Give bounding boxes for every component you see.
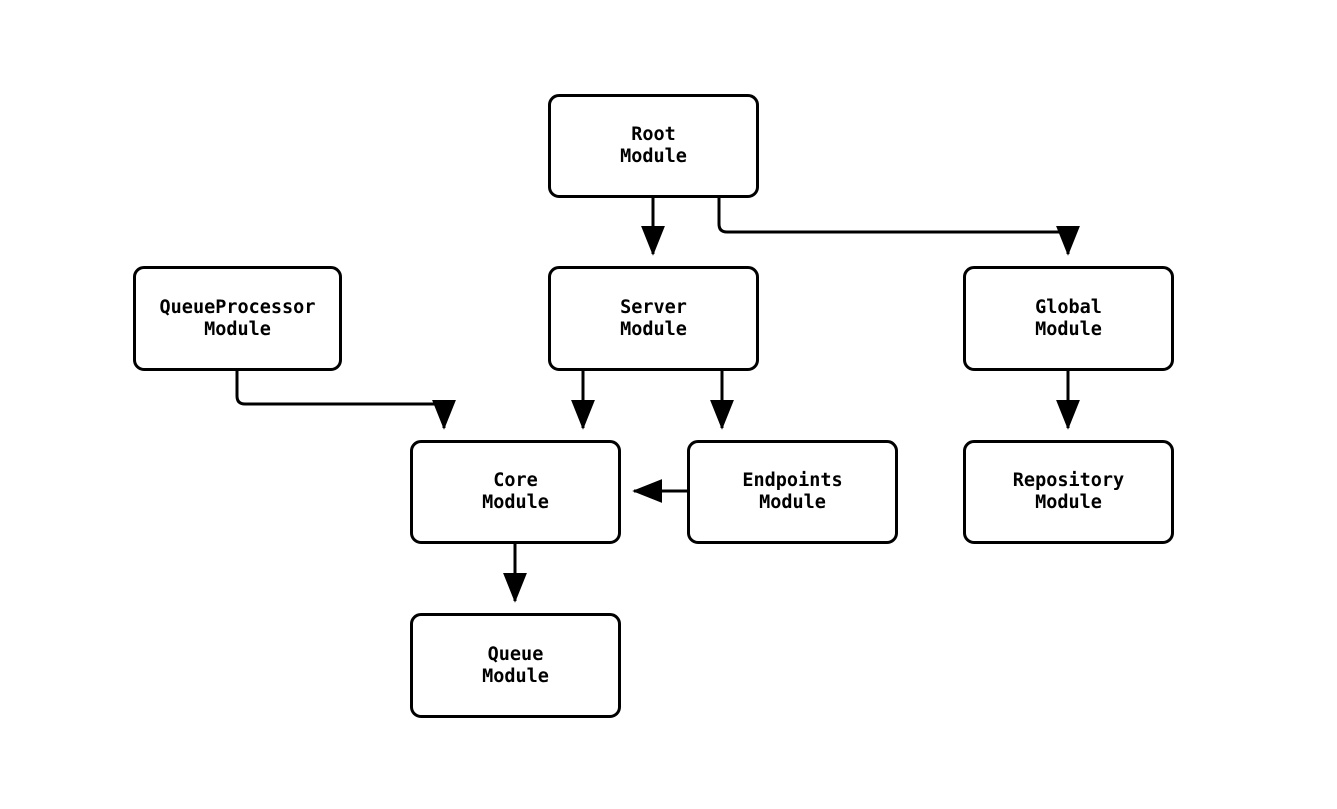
- node-label-line2: Module: [482, 665, 549, 687]
- node-label-line1: Server: [620, 296, 687, 318]
- node-label-line2: Module: [759, 492, 826, 513]
- node-label-line1: Root: [631, 124, 676, 145]
- edge-root-to-global: [717, 198, 1080, 256]
- node-label-line1: Core: [493, 470, 538, 491]
- node-label-line1: Global: [1035, 296, 1102, 318]
- node-label-line1: QueueProcessor: [159, 296, 316, 318]
- node-label-line1: Endpoints: [742, 470, 843, 491]
- edge-queueprocessor-to-core: [235, 371, 456, 430]
- node-label-line1: Repository: [1012, 470, 1125, 491]
- node-label-line2: Module: [204, 318, 271, 340]
- node-label-line1: Queue: [487, 643, 544, 665]
- node-label-line2: Module: [1035, 318, 1102, 340]
- node-label-line2: Module: [620, 146, 687, 167]
- node-label-line2: Module: [482, 492, 549, 513]
- node-label-line2: Module: [620, 318, 687, 340]
- node-label-line2: Module: [1035, 492, 1102, 513]
